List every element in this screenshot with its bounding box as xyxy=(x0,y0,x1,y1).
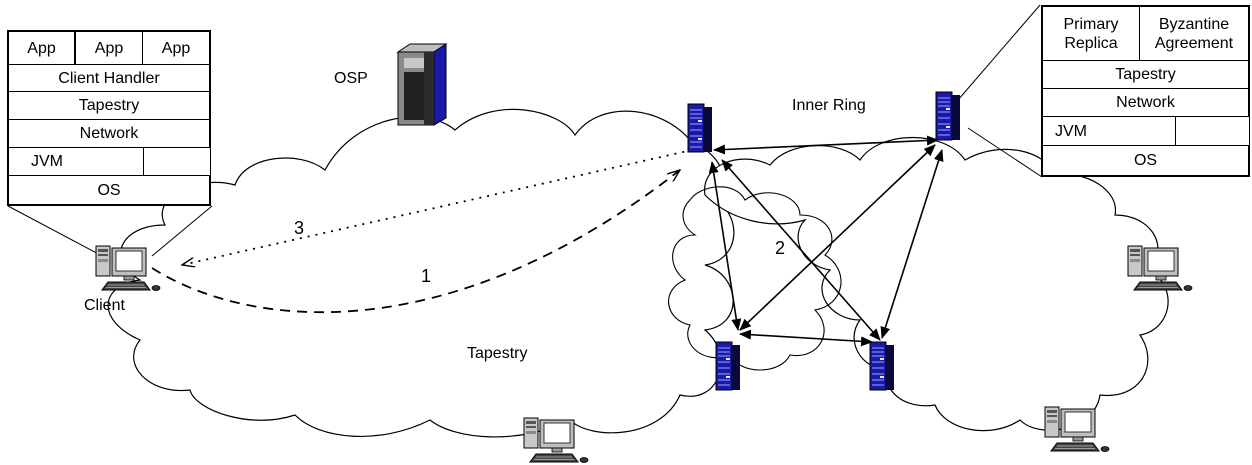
client-jvm-layer: JVM xyxy=(8,147,144,176)
server-stack: Primary Replica Byzantine Agreement Tape… xyxy=(1041,5,1250,177)
client-app-2: App xyxy=(75,31,143,65)
workstation-icon-bottom-right xyxy=(1044,406,1110,452)
client-app-1: App xyxy=(8,31,75,65)
inner-ring-arrows xyxy=(708,135,944,347)
client-stack: App App App Client Handler Tapestry Netw… xyxy=(7,30,211,206)
client-stack-connector-1 xyxy=(7,205,107,259)
byzantine-agreement-layer: Byzantine Agreement xyxy=(1139,6,1249,61)
path-3-label: 3 xyxy=(294,218,305,238)
tapestry-label: Tapestry xyxy=(467,345,528,362)
inner-ring-server-top-right xyxy=(935,91,961,141)
tapestry-cloud-right xyxy=(704,136,1169,432)
server-stack-connector-1 xyxy=(957,4,1041,101)
osp-label: OSP xyxy=(334,70,368,87)
path-2-label: 2 xyxy=(775,238,786,258)
inner-ring-server-bottom-left xyxy=(715,341,741,391)
inner-ring-server-bottom-right xyxy=(869,341,895,391)
path-1-label: 1 xyxy=(421,266,432,286)
server-tapestry-layer: Tapestry xyxy=(1042,60,1249,89)
client-tapestry-layer: Tapestry xyxy=(8,91,210,120)
inner-ring-label: Inner Ring xyxy=(792,97,866,114)
client-app-3: App xyxy=(142,31,210,65)
path-1-dashed-arrow xyxy=(151,170,680,314)
primary-replica-layer: Primary Replica xyxy=(1042,6,1140,61)
client-stack-connector-2 xyxy=(151,205,213,257)
server-os-layer: OS xyxy=(1042,145,1249,176)
server-network-layer: Network xyxy=(1042,88,1249,117)
osp-server-icon xyxy=(396,43,448,126)
server-stack-connector-2 xyxy=(967,127,1043,178)
inner-ring-server-top-left xyxy=(687,103,713,153)
client-network-layer: Network xyxy=(8,119,210,148)
client-os-layer: OS xyxy=(8,175,210,205)
client-handler-layer: Client Handler xyxy=(8,64,210,92)
server-jvm-layer: JVM xyxy=(1042,116,1176,146)
client-label: Client xyxy=(84,297,125,314)
